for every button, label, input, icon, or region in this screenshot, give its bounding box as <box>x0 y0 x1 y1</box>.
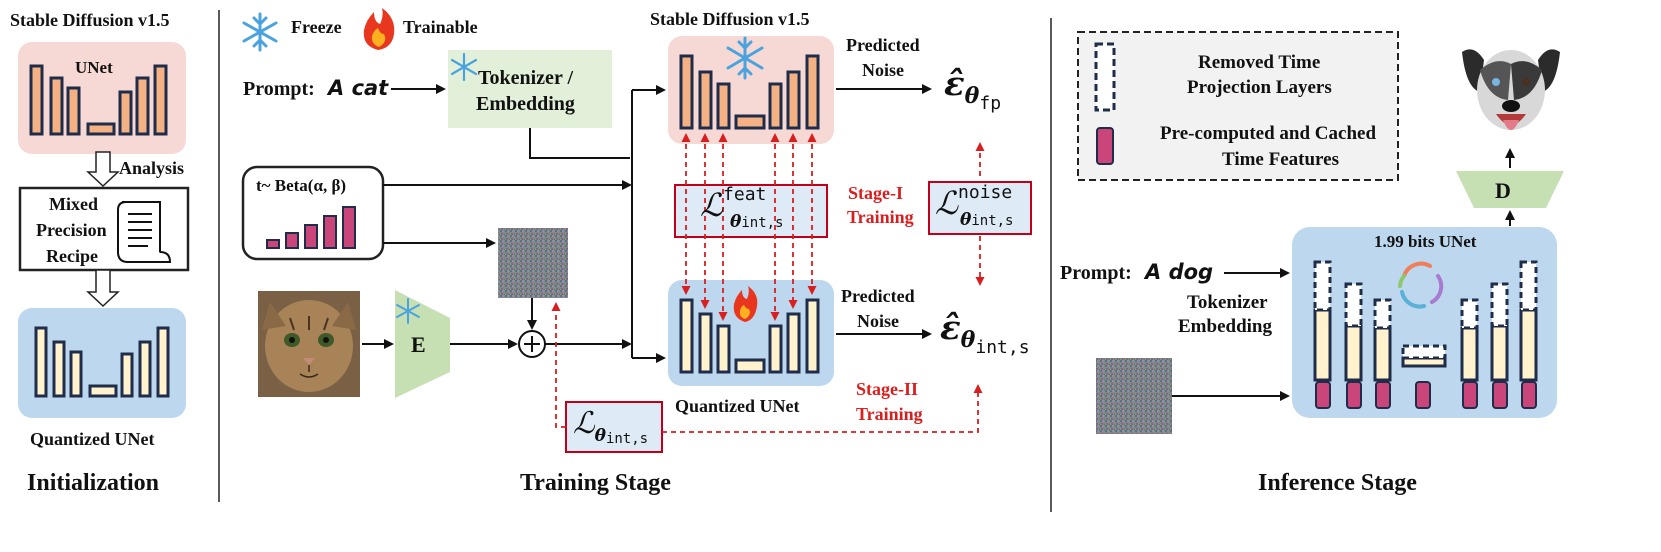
tokenizer-line-1: Tokenizer / <box>478 67 574 89</box>
train-sd-title: Stable Diffusion v1.5 <box>650 9 810 29</box>
loss-feat-box <box>674 184 828 238</box>
noise-image-inference <box>1096 358 1172 434</box>
tokenizer-box <box>448 50 612 128</box>
fp-unet-snowflake-icon <box>726 36 764 80</box>
training-red-dashed-arrows <box>551 133 985 433</box>
removed-layer-legend-icon <box>1094 42 1116 112</box>
init-quant-arrow <box>86 269 120 308</box>
eps-fp: ε̂θfp <box>944 64 1002 114</box>
loss-feat-sub-group: θint,s <box>730 212 784 232</box>
tokenizer-snowflake-icon <box>450 52 478 82</box>
inference-black-arrows <box>1172 148 1515 401</box>
loss-feat: ℒfeat <box>700 184 767 224</box>
inference-unet-bars <box>1313 260 1538 409</box>
cached-feature-legend-icon <box>1096 127 1114 165</box>
encoder-snowflake-icon <box>396 298 420 324</box>
tokenizer-line-2: Embedding <box>476 93 575 115</box>
cached-line-2: Time Features <box>1222 149 1339 170</box>
init-fp-unet-bars <box>29 64 168 136</box>
beta-bars <box>266 206 356 249</box>
inf-tokenizer-line-1: Tokenizer <box>1187 292 1268 313</box>
training-section-title: Training Stage <box>520 470 671 496</box>
predicted-noise-fp-1: Predicted <box>846 35 920 55</box>
noise-image-training <box>498 228 568 298</box>
loss-noise-sub-group: θint,s <box>960 210 1014 230</box>
trainable-label: Trainable <box>403 17 478 37</box>
scroll-icon <box>117 201 172 263</box>
stage1-line-1: Stage-I <box>848 183 903 203</box>
inference-legend-box <box>1077 31 1399 181</box>
training-black-arrows <box>362 84 932 363</box>
freeze-label: Freeze <box>291 17 342 37</box>
inference-section-title: Inference Stage <box>1258 470 1417 496</box>
train-prompt-prefix: Prompt: <box>243 78 315 100</box>
train-fp-unet-bars <box>679 54 820 130</box>
stage1-line-2: Training <box>847 207 914 227</box>
stage2-line-1: Stage-II <box>856 379 918 399</box>
inf-prompt-prefix: Prompt: <box>1060 262 1132 284</box>
decoder-label: D <box>1495 178 1511 203</box>
init-title: Stable Diffusion v1.5 <box>10 10 170 30</box>
loss-noise-sub: int,s <box>971 213 1014 229</box>
predicted-noise-int-1: Predicted <box>841 286 915 306</box>
init-section-title: Initialization <box>27 470 160 496</box>
fire-icon <box>363 8 395 50</box>
init-quant-label: Quantized UNet <box>30 429 155 449</box>
inf-prompt-text: A dog <box>1145 260 1214 284</box>
eps-fp-sub: fp <box>979 93 1002 114</box>
dog-image <box>1458 42 1566 146</box>
loss-stage2-box <box>565 401 663 453</box>
init-unet-label: UNet <box>75 58 113 77</box>
eps-int: ε̂θint,s <box>940 308 1030 358</box>
loss-noise-sup: noise <box>958 182 1013 203</box>
init-quant-unet-bars <box>34 326 170 398</box>
removed-line-1: Removed Time <box>1198 52 1321 73</box>
loss-noise: ℒnoise <box>935 182 1013 222</box>
predicted-noise-fp-2: Noise <box>862 60 904 80</box>
cached-line-1: Pre-computed and Cached <box>1160 123 1377 144</box>
train-quant-label: Quantized UNet <box>675 396 800 416</box>
predicted-noise-int-2: Noise <box>857 311 899 331</box>
inf-tokenizer-line-2: Embedding <box>1178 316 1272 337</box>
recipe-line-1: Mixed <box>49 194 98 214</box>
analysis-label: Analysis <box>119 158 185 178</box>
loss-feat-sup: feat <box>723 184 767 205</box>
inference-unet-title: 1.99 bits UNet <box>1374 232 1477 251</box>
train-prompt-text: A cat <box>328 76 389 100</box>
encoder-label: E <box>411 332 426 357</box>
init-analysis-arrow <box>86 151 120 188</box>
beta-text: t~ Beta(α, β) <box>256 176 347 195</box>
stage2-line-2: Training <box>856 404 923 424</box>
loss-feat-sub: int,s <box>741 215 784 231</box>
eps-int-sub: int,s <box>975 337 1030 358</box>
loss-stage2: ℒθint,s <box>573 406 649 447</box>
recycle-icon <box>1398 261 1444 309</box>
removed-line-2: Projection Layers <box>1187 77 1332 98</box>
loss-noise-box <box>928 181 1032 235</box>
train-quant-unet-bars <box>679 298 820 374</box>
snowflake-icon <box>242 12 278 52</box>
quant-unet-fire-icon <box>733 286 758 322</box>
decoder-trapezoid <box>1456 171 1564 208</box>
recipe-line-3: Recipe <box>46 246 98 266</box>
cat-image <box>258 291 360 397</box>
loss-stage2-sub: int,s <box>605 431 649 447</box>
recipe-line-2: Precision <box>36 220 107 240</box>
